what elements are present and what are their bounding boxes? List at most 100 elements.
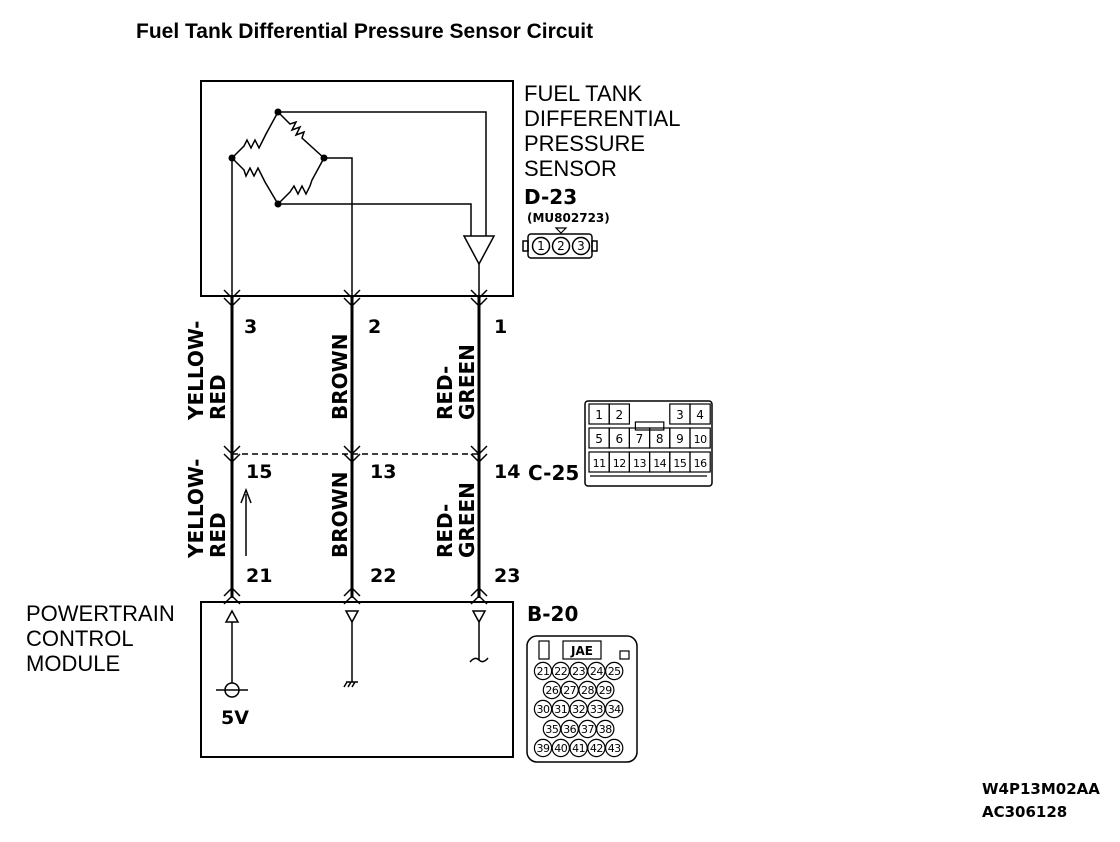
b20-pin-label-29: 29 <box>599 684 612 697</box>
sensor-label-line-1: FUEL TANK <box>524 81 643 106</box>
c25-cell-4: 4 <box>696 408 704 422</box>
b20-pin-23 <box>569 661 588 681</box>
svg-text:YELLOW-: YELLOW- <box>184 459 208 559</box>
sensor-label-line-4: SENSOR <box>524 156 617 181</box>
figure-code-1: W4P13M02AA <box>982 780 1100 798</box>
b20-pin-25 <box>605 661 624 681</box>
b20-pin-label-25: 25 <box>608 665 621 678</box>
svg-text:RED-: RED- <box>433 504 457 558</box>
wire-color-upper-yellow-red: YELLOW- RED <box>184 321 230 421</box>
sensor-box <box>200 80 514 297</box>
c25-cell-11: 11 <box>593 457 606 470</box>
svg-text:BROWN: BROWN <box>328 334 352 420</box>
sensor-pin-1: 1 <box>494 316 507 338</box>
svg-text:YELLOW-: YELLOW- <box>184 321 208 421</box>
b20-pin-label-41: 41 <box>572 742 585 755</box>
b20-pin-label-27: 27 <box>563 684 576 697</box>
b20-pin-41 <box>569 738 588 758</box>
sensor-bridge-symbol <box>228 108 496 296</box>
c25-cell-8: 8 <box>656 432 664 446</box>
b20-pin-label-32: 32 <box>572 703 585 716</box>
sensor-part-number: (MU802723) <box>527 211 610 225</box>
b20-pin-label-43: 43 <box>608 742 621 755</box>
c25-cell-1: 1 <box>595 408 603 422</box>
sensor-pin-3: 3 <box>244 316 257 338</box>
sensor-label-line-2: DIFFERENTIAL <box>524 106 680 131</box>
c25-connector-id: C-25 <box>528 461 579 485</box>
c25-pin-14: 14 <box>494 461 520 483</box>
wire-color-upper-red-green: RED- GREEN <box>433 344 479 420</box>
pcm-pin-21: 21 <box>246 565 272 587</box>
wire-color-lower-yellow-red: YELLOW- RED <box>184 459 230 559</box>
pcm-label-line-2: CONTROL <box>26 626 134 651</box>
figure-code-2: AC306128 <box>982 803 1067 821</box>
svg-text:RED: RED <box>206 512 230 558</box>
c25-cell-16: 16 <box>694 457 707 470</box>
wire-color-upper-brown: BROWN <box>328 334 352 420</box>
sensor-pin-2: 2 <box>368 316 381 338</box>
b20-pin-label-36: 36 <box>563 723 576 736</box>
wire-color-lower-brown: BROWN <box>328 472 352 558</box>
sensor-connector-id: D-23 <box>524 185 577 209</box>
b20-pin-34 <box>605 699 624 719</box>
svg-text:BROWN: BROWN <box>328 472 352 558</box>
ground-icon <box>343 681 358 688</box>
svg-text:GREEN: GREEN <box>455 344 479 420</box>
pcm-box <box>200 601 514 758</box>
svg-text:RED-: RED- <box>433 366 457 420</box>
c25-cell-6: 6 <box>615 432 623 446</box>
pcm-label-line-3: MODULE <box>26 651 120 676</box>
d23-pin-1: 1 <box>537 239 545 253</box>
c25-cell-2: 2 <box>615 408 623 422</box>
b20-pin-label-24: 24 <box>590 665 603 678</box>
b20-pin-label-31: 31 <box>554 703 567 716</box>
b20-pin-label-40: 40 <box>554 742 567 755</box>
c25-cell-10: 10 <box>694 433 707 446</box>
c25-cell-7: 7 <box>636 432 644 446</box>
c25-cell-15: 15 <box>673 457 686 470</box>
wire-harness <box>223 289 488 605</box>
c25-cell-12: 12 <box>613 457 626 470</box>
c25-cell-3: 3 <box>676 408 684 422</box>
b20-pin-label-26: 26 <box>545 684 558 697</box>
c25-pin-15: 15 <box>246 461 272 483</box>
b20-pin-38 <box>596 719 615 739</box>
b20-pin-label-21: 21 <box>537 665 550 678</box>
c25-cell-5: 5 <box>595 432 603 446</box>
b20-pin-label-38: 38 <box>599 723 612 736</box>
b20-pin-label-33: 33 <box>590 703 603 716</box>
d23-pin-2: 2 <box>557 239 565 253</box>
b20-connector-id: B-20 <box>527 602 578 626</box>
c25-pin-13: 13 <box>370 461 396 483</box>
b20-pin-label-42: 42 <box>590 742 603 755</box>
b20-pin-label-30: 30 <box>537 703 550 716</box>
diagram-title: Fuel Tank Differential Pressure Sensor C… <box>136 20 593 43</box>
b20-connector-face: JAE 21 22 23 24 25 26 27 28 29 30 31 32 33 34 35 36 37 38… <box>526 635 638 763</box>
svg-text:RED: RED <box>206 374 230 420</box>
b20-pin-29 <box>596 680 615 700</box>
pcm-pin-23: 23 <box>494 565 520 587</box>
d23-connector-face: 1 2 3 <box>522 227 598 259</box>
c25-cell-13: 13 <box>633 457 646 470</box>
b20-pin-label-34: 34 <box>608 703 621 716</box>
b20-pin-32 <box>569 699 588 719</box>
pcm-pin-22: 22 <box>370 565 396 587</box>
pcm-label-line-1: POWERTRAIN <box>26 601 175 626</box>
svg-text:GREEN: GREEN <box>455 482 479 558</box>
b20-pin-label-22: 22 <box>554 665 567 678</box>
wire-color-lower-red-green: RED- GREEN <box>433 482 479 558</box>
b20-pin-label-35: 35 <box>545 723 558 736</box>
b20-pin-label-23: 23 <box>572 665 585 678</box>
b20-pin-label-37: 37 <box>581 723 594 736</box>
b20-maker-label: JAE <box>570 644 593 658</box>
sensor-label-line-3: PRESSURE <box>524 131 645 156</box>
c25-cell-14: 14 <box>653 457 666 470</box>
pcm-internal-circuit <box>216 609 489 698</box>
b20-pin-label-28: 28 <box>581 684 594 697</box>
d23-pin-3: 3 <box>577 239 585 253</box>
c25-cell-9: 9 <box>676 432 684 446</box>
pcm-supply-label: 5V <box>221 707 249 729</box>
b20-pin-43 <box>605 738 624 758</box>
